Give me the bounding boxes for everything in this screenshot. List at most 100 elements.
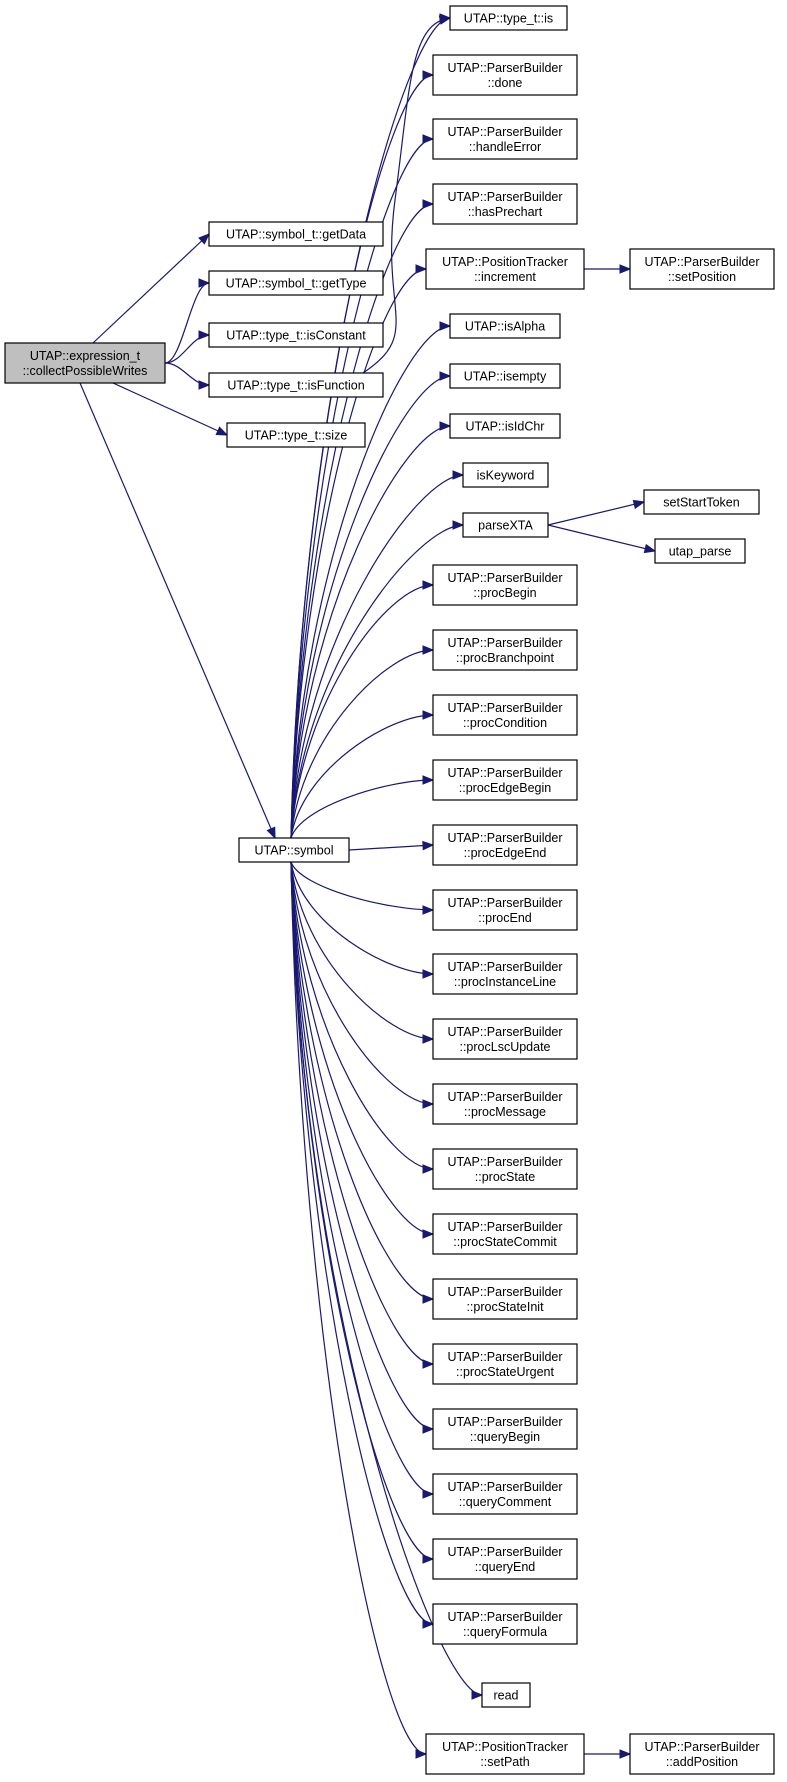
node-procEdgeBegin[interactable]: UTAP::ParserBuilder::procEdgeBegin [432, 759, 578, 801]
edge-symbol-to-read-arrowhead [471, 1690, 484, 1700]
node-isConstant[interactable]: UTAP::type_t::isConstant [208, 322, 384, 348]
node-box [425, 1733, 585, 1775]
node-label: UTAP::ParserBuilder [447, 1610, 562, 1624]
node-is[interactable]: UTAP::type_t::is [449, 5, 568, 31]
node-procBranchpoint[interactable]: UTAP::ParserBuilder::procBranchpoint [432, 629, 578, 671]
node-getData[interactable]: UTAP::symbol_t::getData [208, 221, 384, 247]
node-symbol[interactable]: UTAP::symbol [238, 837, 350, 863]
edge-symbol-to-procState [290, 861, 434, 1170]
node-read[interactable]: read [481, 1682, 531, 1708]
edge-symbol-to-procEdgeBegin [290, 779, 434, 839]
node-label: UTAP::ParserBuilder [447, 61, 562, 75]
node-box [4, 342, 166, 384]
node-getType[interactable]: UTAP::symbol_t::getType [208, 270, 384, 296]
node-parseXTA[interactable]: parseXTA [462, 512, 549, 538]
node-box [432, 1213, 578, 1255]
node-label: ::procMessage [464, 1105, 546, 1119]
node-done[interactable]: UTAP::ParserBuilder::done [432, 54, 578, 96]
edge-symbol-to-procStateUrgent-arrowhead [422, 1359, 435, 1369]
node-label: ::procBranchpoint [456, 651, 555, 665]
node-label: ::addPosition [666, 1755, 738, 1769]
node-label: UTAP::ParserBuilder [447, 1090, 562, 1104]
node-label: UTAP::ParserBuilder [447, 1545, 562, 1559]
edge-symbol-to-queryFormula [290, 861, 434, 1625]
node-addPosition[interactable]: UTAP::ParserBuilder::addPosition [629, 1733, 775, 1775]
node-queryComment[interactable]: UTAP::ParserBuilder::queryComment [432, 1473, 578, 1515]
node-increment[interactable]: UTAP::PositionTracker::increment [425, 248, 585, 290]
node-label: ::procStateUrgent [456, 1365, 554, 1379]
edge-isFunction-to-is [362, 17, 451, 374]
node-procStateCommit[interactable]: UTAP::ParserBuilder::procStateCommit [432, 1213, 578, 1255]
node-queryFormula[interactable]: UTAP::ParserBuilder::queryFormula [432, 1603, 578, 1645]
node-isKeyword[interactable]: isKeyword [462, 462, 549, 488]
node-label: UTAP::ParserBuilder [447, 766, 562, 780]
node-setPosition[interactable]: UTAP::ParserBuilder::setPosition [629, 248, 775, 290]
node-box [226, 422, 366, 448]
edge-symbol-to-parseXTA-arrowhead [452, 520, 465, 530]
node-box [449, 363, 561, 389]
node-setStartToken[interactable]: setStartToken [643, 489, 760, 515]
edge-symbol-to-procInstanceLine-arrowhead [422, 969, 435, 979]
node-box [449, 313, 561, 339]
edge-symbol-to-procCondition-arrowhead [422, 710, 435, 720]
node-hasPrechart[interactable]: UTAP::ParserBuilder::hasPrechart [432, 183, 578, 225]
edge-symbol-to-queryBegin [290, 861, 434, 1430]
node-procInstanceLine[interactable]: UTAP::ParserBuilder::procInstanceLine [432, 953, 578, 995]
node-box [449, 5, 568, 31]
node-procMessage[interactable]: UTAP::ParserBuilder::procMessage [432, 1083, 578, 1125]
node-isAlpha[interactable]: UTAP::isAlpha [449, 313, 561, 339]
node-setPath[interactable]: UTAP::PositionTracker::setPath [425, 1733, 585, 1775]
node-box [432, 183, 578, 225]
edge-symbol-to-procStateCommit-arrowhead [422, 1229, 435, 1239]
node-procState[interactable]: UTAP::ParserBuilder::procState [432, 1148, 578, 1190]
edge-symbol-to-procStateUrgent [290, 861, 434, 1365]
node-label: UTAP::type_t::isConstant [226, 329, 366, 343]
edge-symbol-to-procStateInit-arrowhead [422, 1294, 435, 1304]
node-procEnd[interactable]: UTAP::ParserBuilder::procEnd [432, 889, 578, 931]
node-handleError[interactable]: UTAP::ParserBuilder::handleError [432, 118, 578, 160]
node-queryBegin[interactable]: UTAP::ParserBuilder::queryBegin [432, 1408, 578, 1450]
node-box [629, 248, 775, 290]
node-label: UTAP::ParserBuilder [447, 190, 562, 204]
node-label: ::procStateInit [466, 1300, 544, 1314]
node-label: ::hasPrechart [468, 205, 543, 219]
node-isempty[interactable]: UTAP::isempty [449, 363, 561, 389]
node-label: ::procLscUpdate [459, 1040, 550, 1054]
node-box [432, 1278, 578, 1320]
node-box [654, 538, 746, 564]
node-size[interactable]: UTAP::type_t::size [226, 422, 366, 448]
node-queryEnd[interactable]: UTAP::ParserBuilder::queryEnd [432, 1538, 578, 1580]
node-procStateUrgent[interactable]: UTAP::ParserBuilder::procStateUrgent [432, 1343, 578, 1385]
node-label: ::queryFormula [463, 1625, 547, 1639]
node-utap-parse[interactable]: utap_parse [654, 538, 746, 564]
call-graph-edges [79, 13, 657, 1759]
node-procCondition[interactable]: UTAP::ParserBuilder::procCondition [432, 694, 578, 736]
edge-symbol-to-increment-arrowhead [415, 264, 428, 274]
node-procBegin[interactable]: UTAP::ParserBuilder::procBegin [432, 564, 578, 606]
node-procEdgeEnd[interactable]: UTAP::ParserBuilder::procEdgeEnd [432, 824, 578, 866]
node-label: UTAP::ParserBuilder [447, 125, 562, 139]
node-label: UTAP::ParserBuilder [644, 255, 759, 269]
node-box [432, 54, 578, 96]
edge-symbol-to-isempty-arrowhead [439, 371, 452, 381]
edge-symbol-to-isKeyword-arrowhead [452, 470, 465, 480]
node-box [432, 629, 578, 671]
edge-symbol-to-procEdgeBegin-arrowhead [422, 775, 435, 785]
node-label: UTAP::isAlpha [465, 320, 545, 334]
node-label: UTAP::ParserBuilder [447, 831, 562, 845]
edge-symbol-to-procState-arrowhead [422, 1164, 435, 1174]
node-box [432, 118, 578, 160]
node-isIdChr[interactable]: UTAP::isIdChr [449, 413, 561, 439]
node-label: UTAP::ParserBuilder [447, 636, 562, 650]
edge-symbol-to-isAlpha-arrowhead [439, 321, 452, 331]
edge-symbol-to-procInstanceLine [290, 861, 434, 975]
node-procLscUpdate[interactable]: UTAP::ParserBuilder::procLscUpdate [432, 1018, 578, 1060]
node-box [629, 1733, 775, 1775]
node-box [432, 1408, 578, 1450]
edge-parseXTA-to-utap-parse [547, 524, 656, 552]
node-isFunction[interactable]: UTAP::type_t::isFunction [208, 372, 384, 398]
node-procStateInit[interactable]: UTAP::ParserBuilder::procStateInit [432, 1278, 578, 1320]
node-root[interactable]: UTAP::expression_t::collectPossibleWrite… [4, 342, 166, 384]
edge-root-to-getType-arrowhead [198, 278, 211, 288]
node-label: setStartToken [663, 496, 739, 510]
